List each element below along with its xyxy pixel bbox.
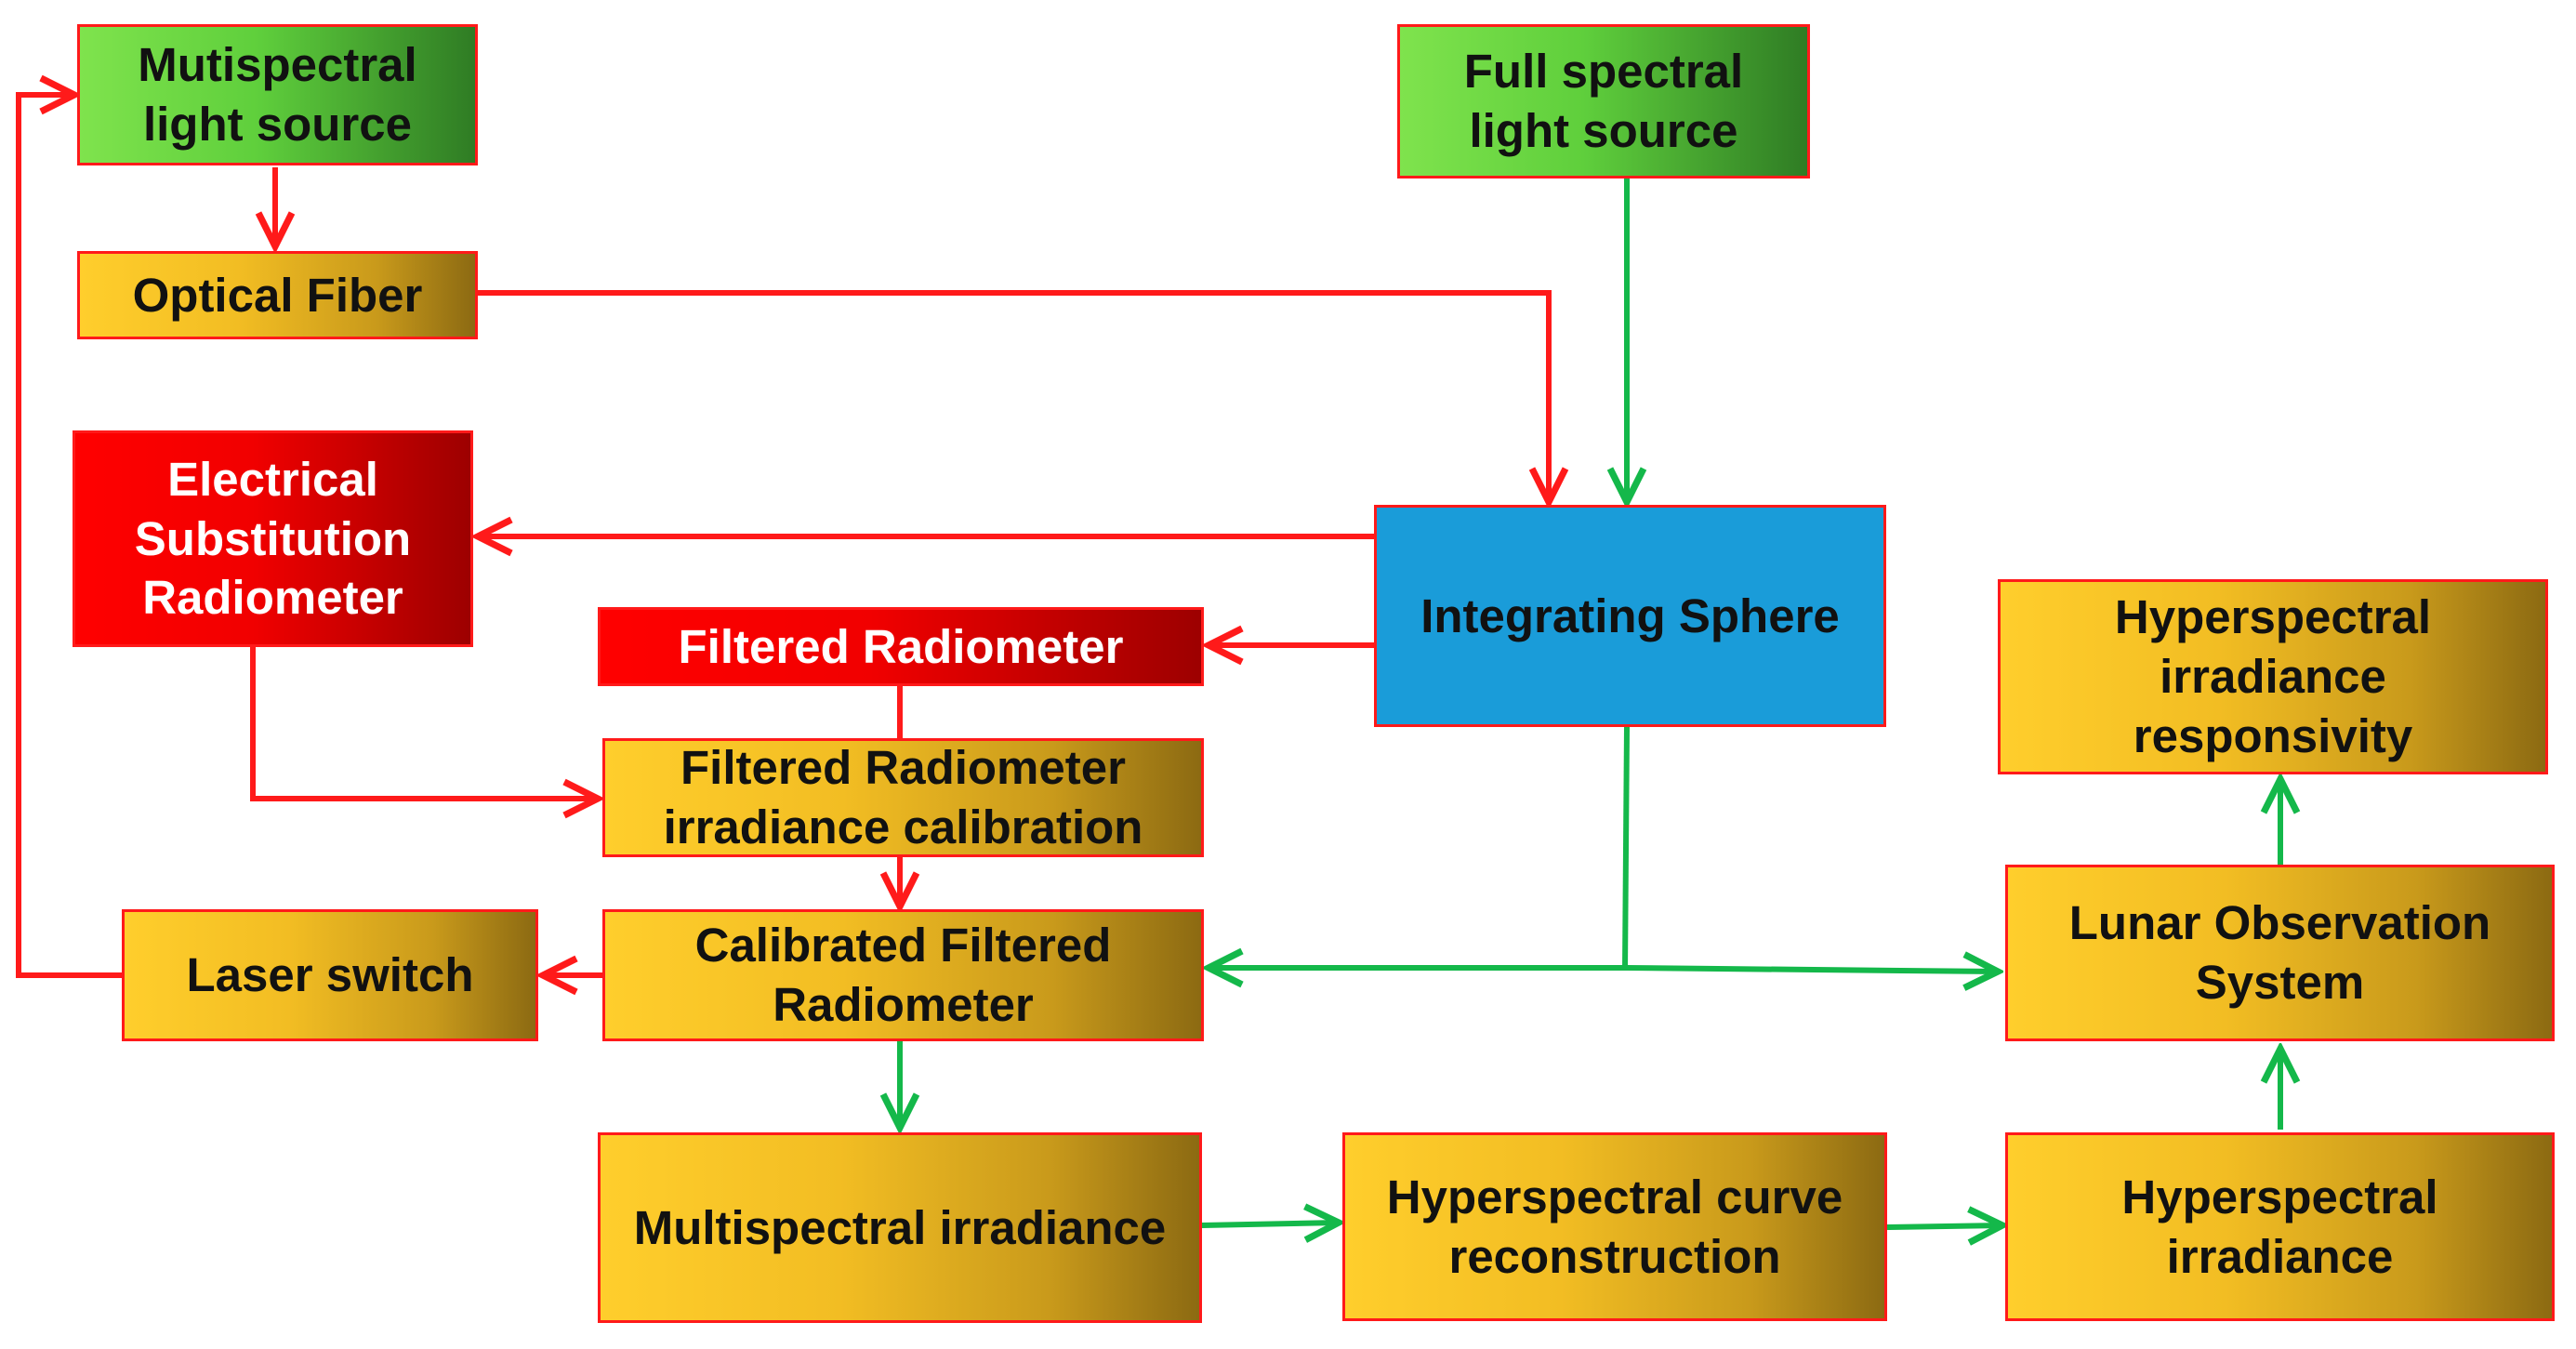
arrow-multispectral-to-reconstruction xyxy=(1201,1223,1339,1225)
hyperspectral-irradiance-responsivity-label: Hyperspectral irradiance responsivity xyxy=(2114,590,2432,762)
electrical-substitution-radiometer-box: Electrical Substitution Radiometer xyxy=(73,430,473,647)
optical-fiber-box: Optical Fiber xyxy=(77,251,478,339)
full-spectral-light-source-label: Full spectral light source xyxy=(1463,45,1744,157)
multispectral-light-source-label: Mutispectral light source xyxy=(138,38,417,151)
filtered-radiometer-box: Filtered Radiometer xyxy=(598,607,1204,686)
laser-switch-label: Laser switch xyxy=(186,948,474,1002)
calibrated-filtered-radiometer-box: Calibrated Filtered Radiometer xyxy=(602,909,1204,1041)
arrow-sphere-to-lunar-system xyxy=(1626,968,1998,972)
integrating-sphere-label: Integrating Sphere xyxy=(1420,589,1840,642)
calibrated-filtered-radiometer-label: Calibrated Filtered Radiometer xyxy=(694,919,1112,1031)
integrating-sphere-box: Integrating Sphere xyxy=(1374,505,1886,727)
filtered-radiometer-calibration-box: Filtered Radiometer irradiance calibrati… xyxy=(602,738,1204,857)
multispectral-light-source-box: Mutispectral light source xyxy=(77,24,478,165)
filtered-radiometer-label: Filtered Radiometer xyxy=(678,619,1124,673)
arrow-esr-to-calibration xyxy=(250,647,598,799)
multispectral-irradiance-box: Multispectral irradiance xyxy=(598,1132,1202,1323)
laser-switch-box: Laser switch xyxy=(122,909,538,1041)
hyperspectral-curve-reconstruction-box: Hyperspectral curve reconstruction xyxy=(1342,1132,1887,1321)
electrical-substitution-radiometer-label: Electrical Substitution Radiometer xyxy=(134,452,412,625)
lunar-observation-system-box: Lunar Observation System xyxy=(2005,865,2555,1041)
full-spectral-light-source-box: Full spectral light source xyxy=(1397,24,1810,179)
line-sphere-down xyxy=(1622,726,1630,972)
filtered-radiometer-calibration-label: Filtered Radiometer irradiance calibrati… xyxy=(663,741,1143,853)
multispectral-irradiance-label: Multispectral irradiance xyxy=(633,1200,1167,1254)
hyperspectral-irradiance-responsivity-box: Hyperspectral irradiance responsivity xyxy=(1998,579,2548,774)
lunar-observation-system-label: Lunar Observation System xyxy=(2068,896,2491,1009)
optical-fiber-label: Optical Fiber xyxy=(132,268,423,322)
hyperspectral-curve-reconstruction-label: Hyperspectral curve reconstruction xyxy=(1386,1170,1843,1283)
arrow-reconstruction-to-hyper-irradiance xyxy=(1886,1225,2002,1227)
arrow-fiber-to-sphere xyxy=(478,290,1549,502)
arrow-laser-switch-to-multispectral-source xyxy=(16,95,122,978)
hyperspectral-irradiance-box: Hyperspectral irradiance xyxy=(2005,1132,2555,1321)
hyperspectral-irradiance-label: Hyperspectral irradiance xyxy=(2121,1170,2438,1283)
